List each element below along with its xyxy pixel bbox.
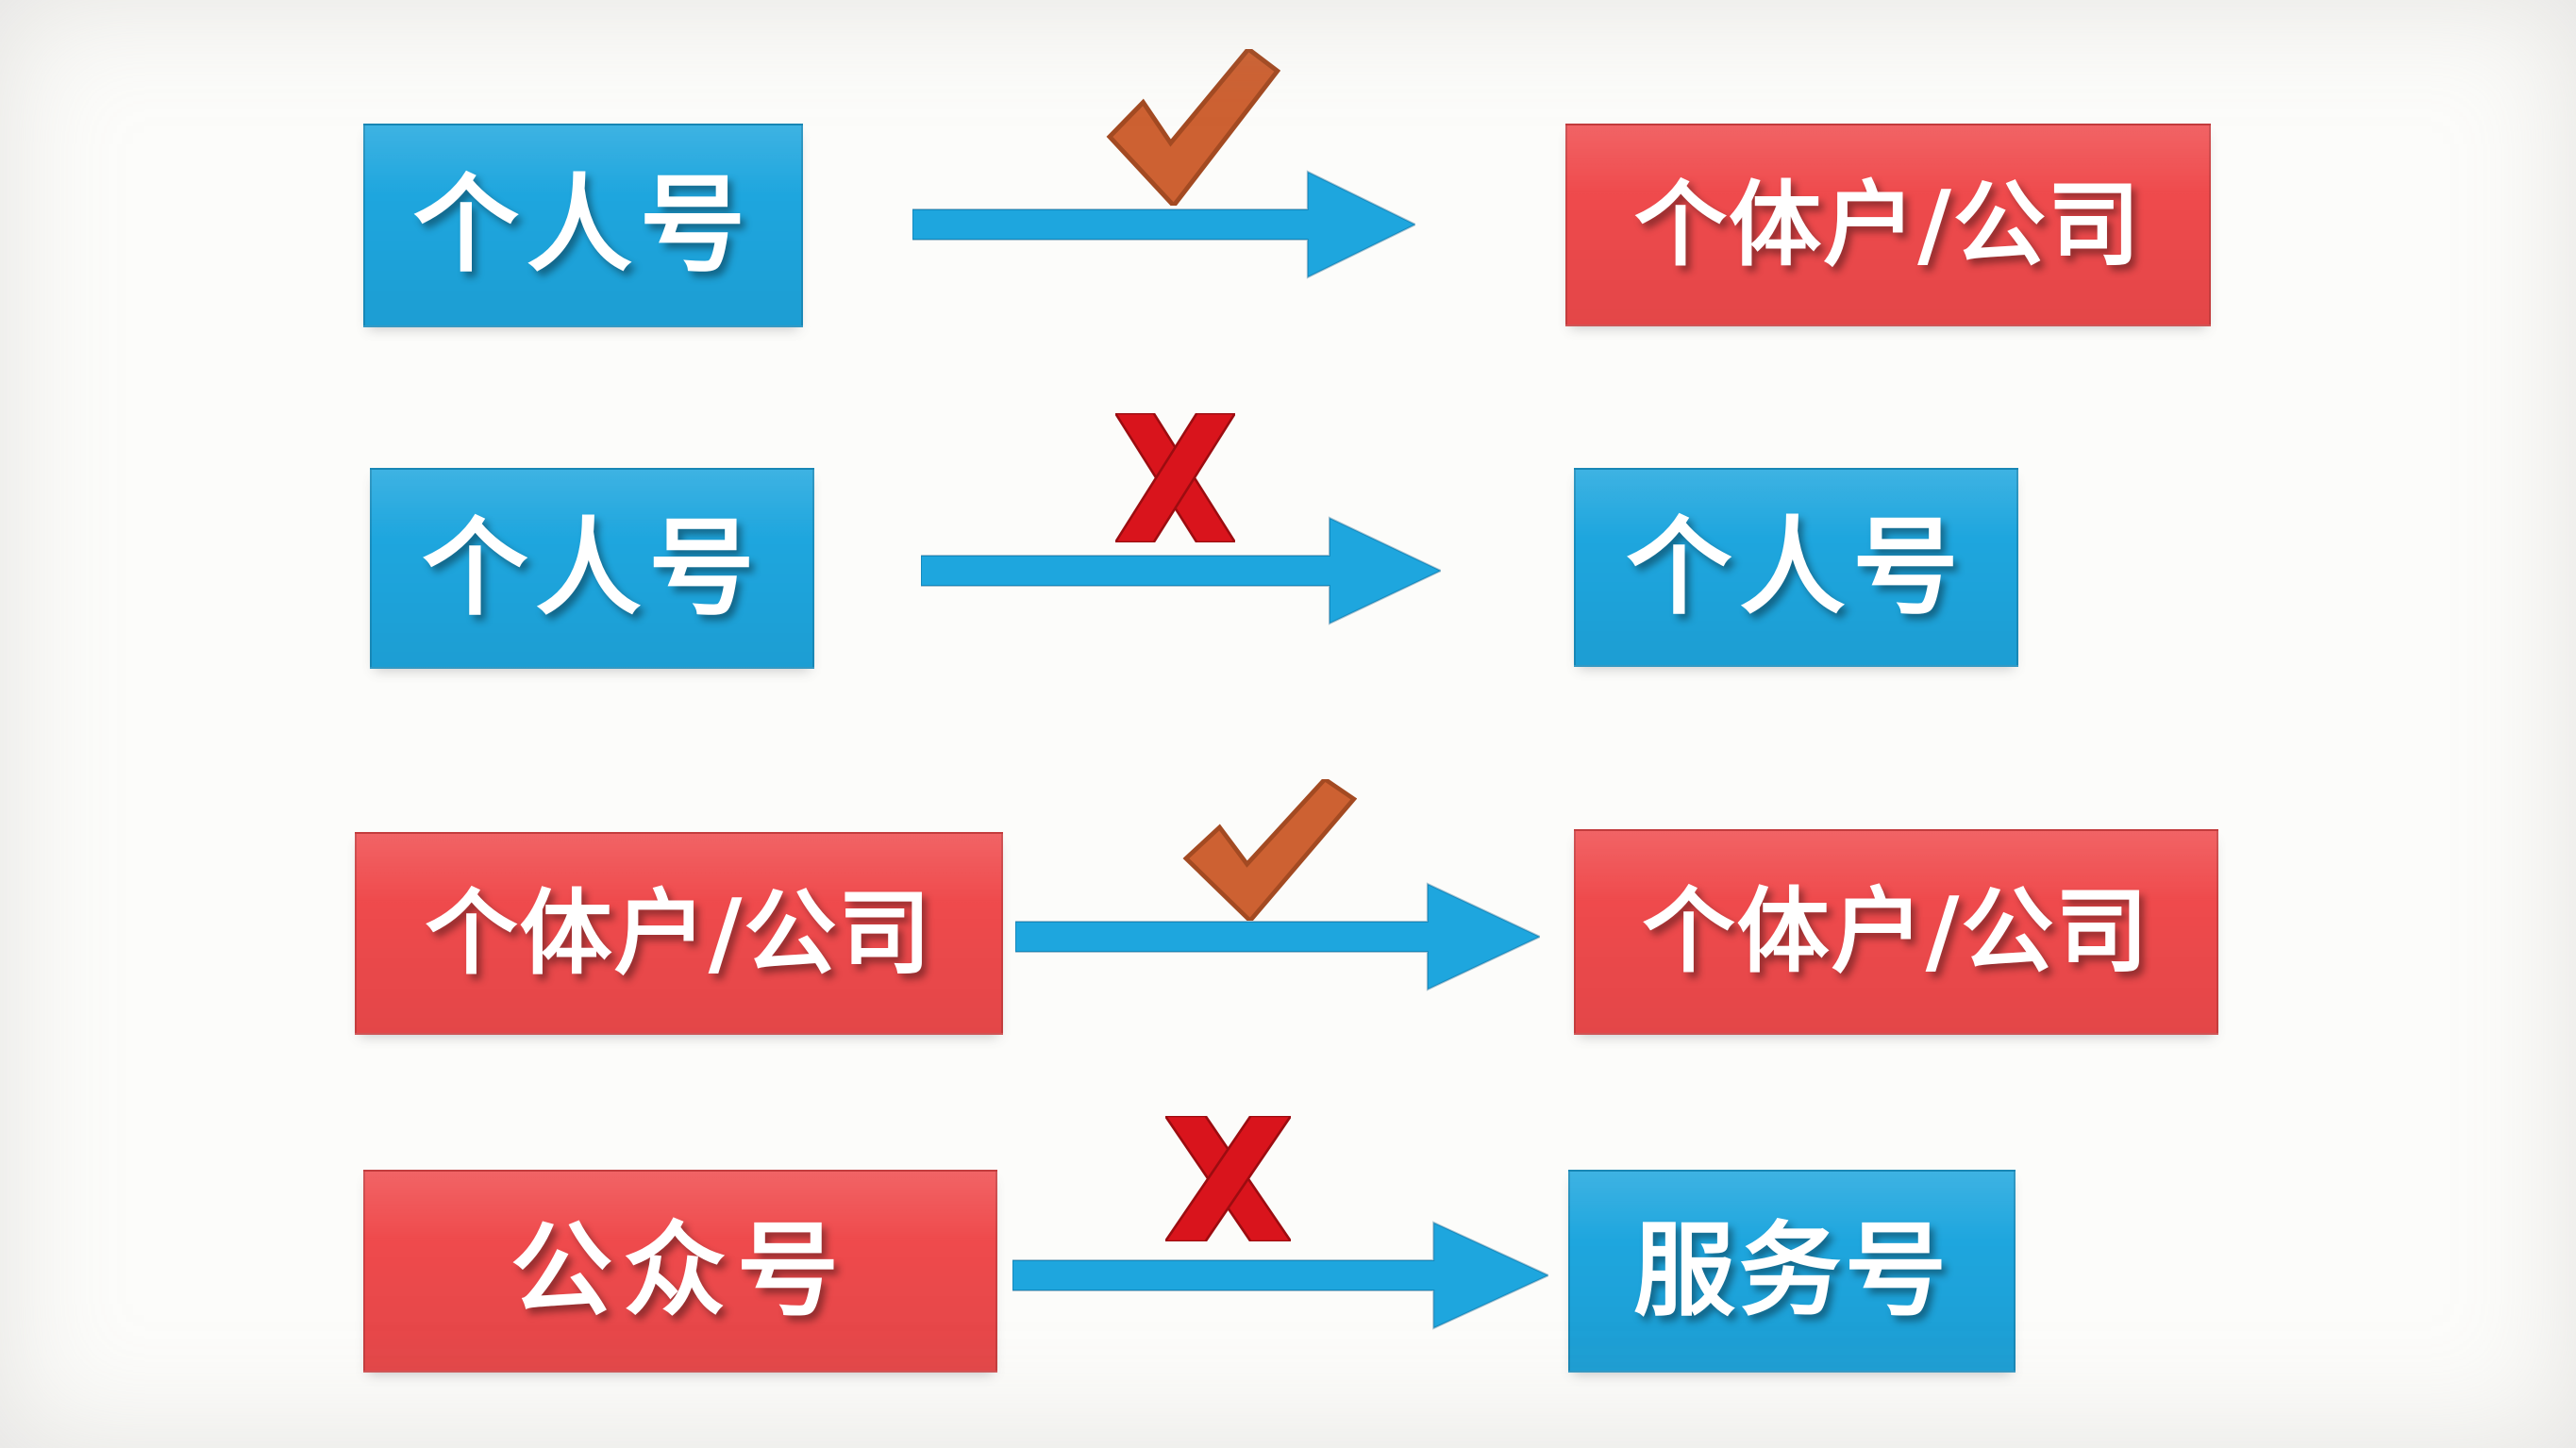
- target-box-label: 服务号: [1632, 1211, 1950, 1330]
- mark-badge: [1115, 413, 1235, 542]
- cross-icon: [1165, 1116, 1291, 1241]
- source-box: 公众号: [363, 1170, 997, 1373]
- target-box: 个人号: [1574, 468, 2018, 667]
- source-box-label: 个体户/公司: [425, 879, 933, 988]
- target-box-label: 个人号: [1626, 506, 1966, 629]
- target-box-label: 个体户/公司: [1642, 878, 2150, 986]
- source-box-label: 公众号: [510, 1211, 850, 1330]
- target-box: 个体户/公司: [1574, 829, 2218, 1035]
- arrow-right-icon: [921, 516, 1441, 625]
- check-icon: [1182, 779, 1357, 921]
- arrow-right-icon: [1015, 882, 1540, 991]
- arrow-right-icon: [912, 170, 1415, 279]
- check-icon: [1106, 49, 1280, 206]
- source-box: 个体户/公司: [355, 832, 1003, 1035]
- cross-icon: [1115, 413, 1235, 542]
- target-box-label: 个体户/公司: [1634, 171, 2142, 279]
- mark-badge: [1174, 779, 1357, 921]
- mark-badge: [1097, 49, 1280, 206]
- source-box: 个人号: [363, 124, 803, 327]
- source-box: 个人号: [370, 468, 814, 669]
- target-box: 服务号: [1568, 1170, 2016, 1373]
- arrow-right-icon: [1012, 1221, 1548, 1330]
- mark-badge: [1165, 1116, 1291, 1241]
- source-box-label: 个人号: [413, 164, 753, 287]
- source-box-label: 个人号: [422, 507, 762, 630]
- target-box: 个体户/公司: [1565, 124, 2211, 326]
